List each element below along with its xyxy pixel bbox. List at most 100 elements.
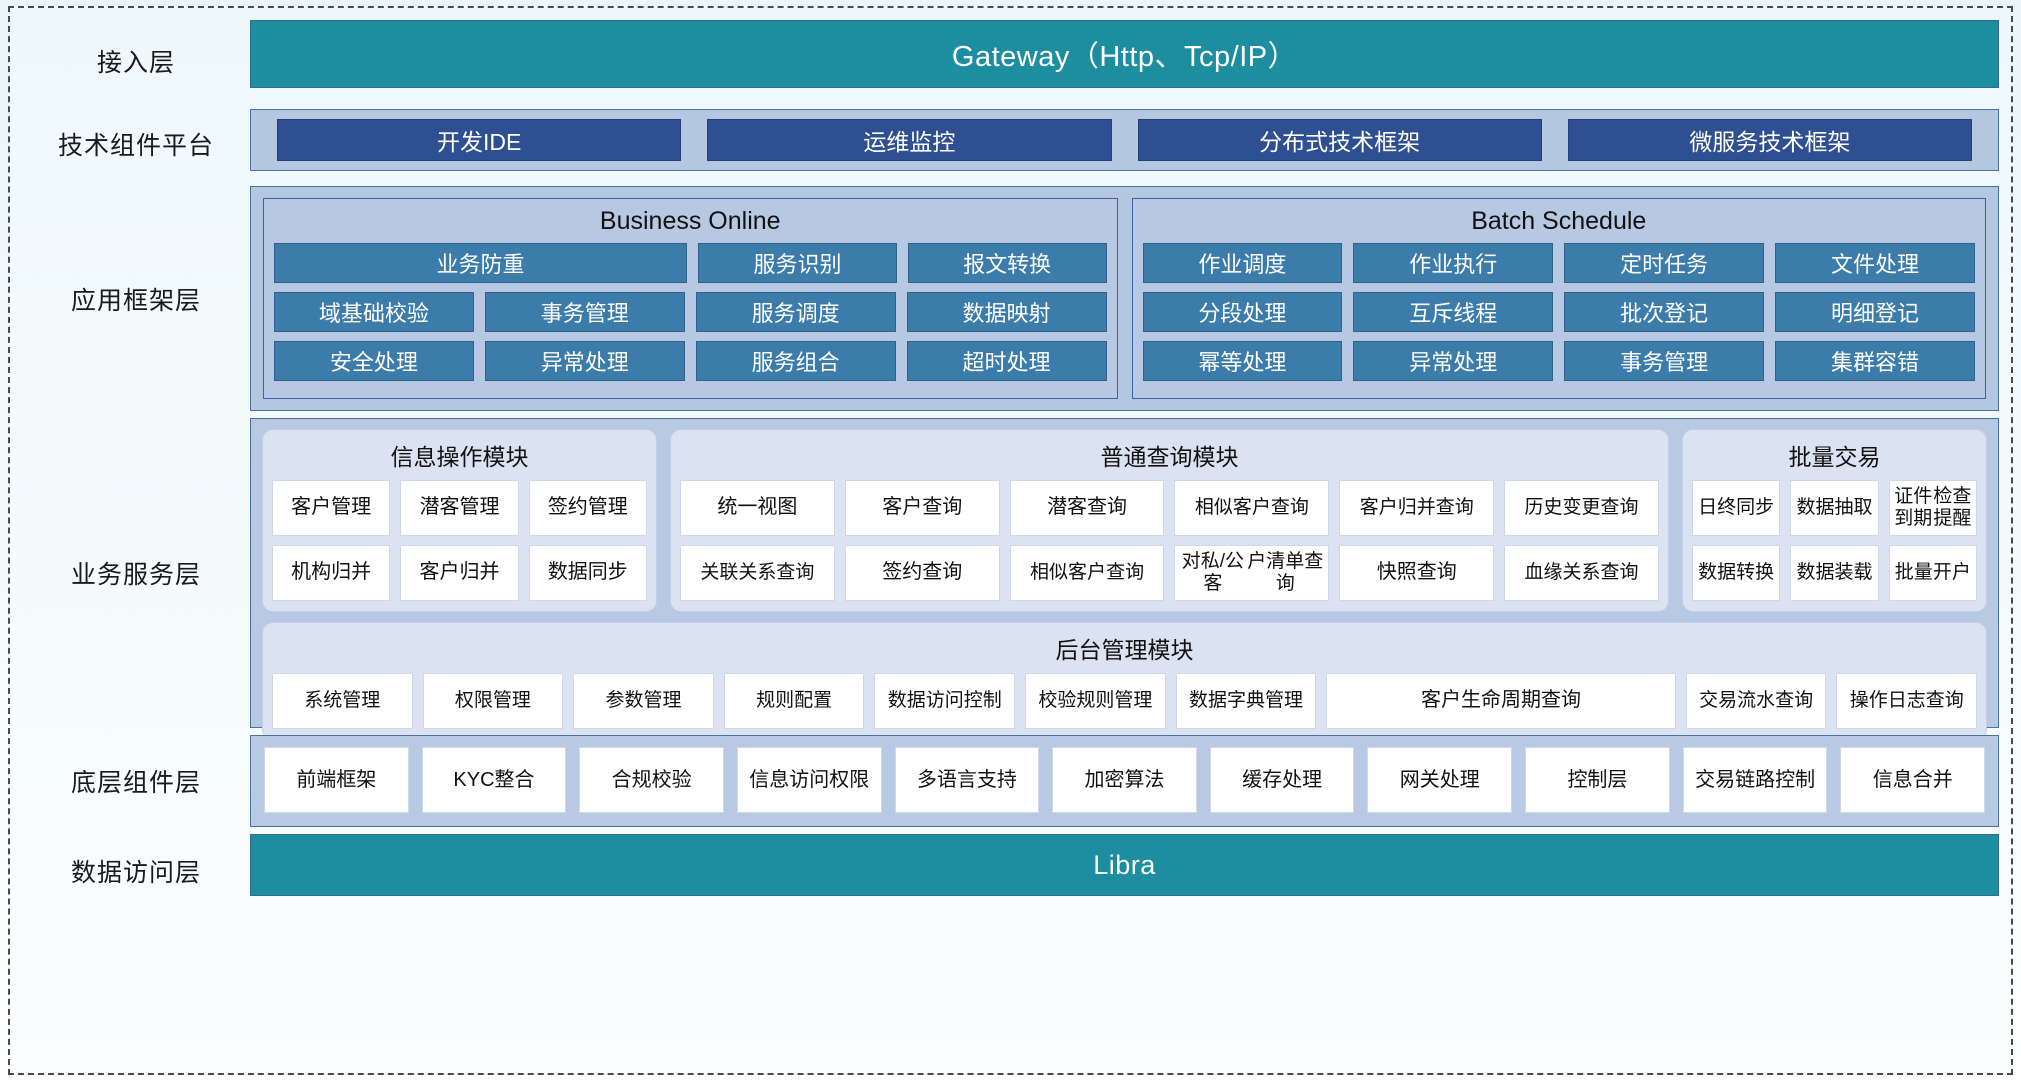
business-service-cell[interactable]: 历史变更查询 — [1504, 480, 1659, 536]
business-service-cell[interactable]: 数据转换 — [1692, 545, 1781, 601]
base-component-cell[interactable]: 交易链路控制 — [1682, 747, 1828, 813]
admin-module-cell[interactable]: 参数管理 — [573, 673, 714, 729]
admin-module-title: 后台管理模块 — [1055, 637, 1194, 663]
business-module-row: 信息操作模块客户管理潜客管理签约管理机构归并客户归并数据同步普通查询模块统一视图… — [262, 429, 1987, 612]
base-component-cell[interactable]: 控制层 — [1525, 747, 1670, 813]
admin-module-cell[interactable]: 操作日志查询 — [1836, 673, 1978, 729]
business-module-row-line: 关联关系查询签约查询相似客户查询对私/公客户清单查询快照查询血缘关系查询 — [680, 545, 1659, 601]
business-module-row-line: 数据转换数据装载批量开户 — [1692, 545, 1977, 601]
business-service-cell[interactable]: 对私/公客户清单查询 — [1174, 545, 1330, 601]
tech-chip-0[interactable]: 开发IDE — [277, 119, 682, 161]
framework-cell[interactable]: 业务防重 — [274, 243, 688, 283]
framework-cell[interactable]: 互斥线程 — [1353, 292, 1554, 332]
base-component-cell[interactable]: 缓存处理 — [1209, 747, 1355, 813]
business-module-row-line: 统一视图客户查询潜客查询相似客户查询客户归并查询历史变更查询 — [680, 480, 1659, 536]
business-service-cell[interactable]: 快照查询 — [1339, 545, 1495, 601]
business-service-cell[interactable]: 相似客户查询 — [1009, 545, 1165, 601]
business-service-cell[interactable]: 批量开户 — [1888, 545, 1977, 601]
base-component-cell[interactable]: 合规校验 — [579, 747, 724, 813]
layer-label-app-framework: 应用框架层 — [70, 286, 201, 315]
admin-module-cell[interactable]: 系统管理 — [272, 673, 413, 729]
layer-stack: 接入层 Gateway（Http、Tcp/IP） 技术组件平台 开发IDE 运维监… — [22, 20, 1999, 1063]
business-service-cell[interactable]: 证件到期检查提醒 — [1888, 480, 1977, 536]
framework-cell[interactable]: 文件处理 — [1775, 243, 1975, 283]
admin-module: 后台管理模块系统管理权限管理参数管理规则配置数据访问控制校验规则管理数据字典管理… — [262, 622, 1987, 740]
framework-cell[interactable]: 作业执行 — [1353, 243, 1554, 283]
business-module-rows: 统一视图客户查询潜客查询相似客户查询客户归并查询历史变更查询关联关系查询签约查询… — [680, 480, 1659, 601]
framework-cell[interactable]: 作业调度 — [1142, 243, 1343, 283]
admin-module-cell[interactable]: 交易流水查询 — [1685, 673, 1827, 729]
base-component-cell[interactable]: 网关处理 — [1367, 747, 1513, 813]
business-service-cell[interactable]: 签约查询 — [844, 545, 1000, 601]
business-service-cell[interactable]: 潜客查询 — [1009, 480, 1165, 536]
business-service-cell[interactable]: 机构归并 — [272, 545, 391, 601]
framework-cell[interactable]: 批次登记 — [1564, 292, 1765, 332]
admin-module-cell[interactable]: 校验规则管理 — [1025, 673, 1166, 729]
framework-cell[interactable]: 异常处理 — [484, 341, 685, 381]
business-service-cell[interactable]: 关联关系查询 — [680, 545, 835, 601]
framework-cell[interactable]: 幂等处理 — [1142, 341, 1343, 381]
base-component-cell[interactable]: 信息访问权限 — [736, 747, 882, 813]
framework-cell[interactable]: 域基础校验 — [274, 292, 474, 332]
framework-cell[interactable]: 明细登记 — [1775, 292, 1975, 332]
gateway-bar[interactable]: Gateway（Http、Tcp/IP） — [250, 20, 1999, 88]
business-service-cell[interactable]: 数据同步 — [528, 545, 647, 601]
framework-cell[interactable]: 报文转换 — [907, 243, 1107, 283]
framework-cell[interactable]: 超时处理 — [906, 341, 1107, 381]
business-service-cell[interactable]: 相似客户查询 — [1174, 480, 1330, 536]
layer-label-tech-platform: 技术组件平台 — [57, 132, 214, 160]
tech-chip-1[interactable]: 运维监控 — [707, 119, 1112, 161]
business-service-cell[interactable]: 客户管理 — [272, 480, 391, 536]
framework-row: 域基础校验事务管理服务调度数据映射 — [274, 292, 1107, 332]
base-component-cell[interactable]: 前端框架 — [264, 747, 409, 813]
admin-module-cell[interactable]: 规则配置 — [723, 673, 865, 729]
tech-chip-2[interactable]: 分布式技术框架 — [1137, 119, 1542, 161]
framework-group-title: Business Online — [599, 207, 781, 235]
tech-chip-3[interactable]: 微服务技术框架 — [1567, 119, 1972, 161]
business-service-cell[interactable]: 签约管理 — [528, 480, 647, 536]
base-component-cell[interactable]: 信息合并 — [1840, 747, 1986, 813]
framework-cell[interactable]: 事务管理 — [1564, 341, 1765, 381]
base-component-cell[interactable]: 加密算法 — [1052, 747, 1197, 813]
business-module-mod-batch: 批量交易日终同步数据抽取证件到期检查提醒数据转换数据装载批量开户 — [1682, 429, 1987, 612]
layer-row-data-access: 数据访问层 Libra — [22, 834, 1999, 908]
business-service-cell[interactable]: 日终同步 — [1692, 480, 1781, 536]
framework-cell[interactable]: 异常处理 — [1353, 341, 1554, 381]
admin-module-cell[interactable]: 客户生命周期查询 — [1326, 673, 1676, 729]
layer-body-tech-platform: 开发IDE 运维监控分布式技术框架微服务技术框架 — [250, 109, 1999, 179]
business-module-row-line: 日终同步数据抽取证件到期检查提醒 — [1692, 480, 1977, 536]
libra-bar[interactable]: Libra — [250, 834, 1999, 896]
framework-cell[interactable]: 服务组合 — [695, 341, 896, 381]
framework-cell[interactable]: 定时任务 — [1564, 243, 1765, 283]
business-service-cell[interactable]: 统一视图 — [680, 480, 835, 536]
admin-module-cell[interactable]: 权限管理 — [422, 673, 564, 729]
business-service-cell[interactable]: 客户归并查询 — [1339, 480, 1495, 536]
framework-cell[interactable]: 集群容错 — [1775, 341, 1975, 381]
business-service-cell[interactable]: 潜客管理 — [400, 480, 519, 536]
business-service-cell[interactable]: 客户归并 — [400, 545, 519, 601]
framework-cell[interactable]: 服务识别 — [698, 243, 897, 283]
base-component-cell[interactable]: 多语言支持 — [894, 747, 1040, 813]
framework-cell[interactable]: 分段处理 — [1142, 292, 1343, 332]
admin-module-cell[interactable]: 数据访问控制 — [874, 673, 1016, 729]
business-service-cell[interactable]: 血缘关系查询 — [1504, 545, 1659, 601]
business-module-row-line: 客户管理潜客管理签约管理 — [272, 480, 647, 536]
framework-cell[interactable]: 数据映射 — [906, 292, 1107, 332]
framework-rows: 作业调度作业执行定时任务文件处理分段处理互斥线程批次登记明细登记幂等处理异常处理… — [1142, 243, 1975, 381]
admin-module-cell[interactable]: 数据字典管理 — [1175, 673, 1317, 729]
framework-cell[interactable]: 事务管理 — [484, 292, 685, 332]
layer-row-access: 接入层 Gateway（Http、Tcp/IP） — [22, 20, 1999, 102]
framework-cell[interactable]: 服务调度 — [695, 292, 896, 332]
business-service-cell[interactable]: 数据抽取 — [1790, 480, 1879, 536]
business-service-cell[interactable]: 数据装载 — [1790, 545, 1879, 601]
business-service-cell[interactable]: 客户查询 — [844, 480, 1000, 536]
framework-cell[interactable]: 安全处理 — [274, 341, 474, 381]
admin-module-row: 后台管理模块系统管理权限管理参数管理规则配置数据访问控制校验规则管理数据字典管理… — [262, 622, 1987, 740]
framework-rows: 业务防重服务识别报文转换域基础校验事务管理服务调度数据映射安全处理异常处理服务组… — [274, 243, 1107, 381]
layer-label-data-access: 数据访问层 — [70, 859, 201, 887]
